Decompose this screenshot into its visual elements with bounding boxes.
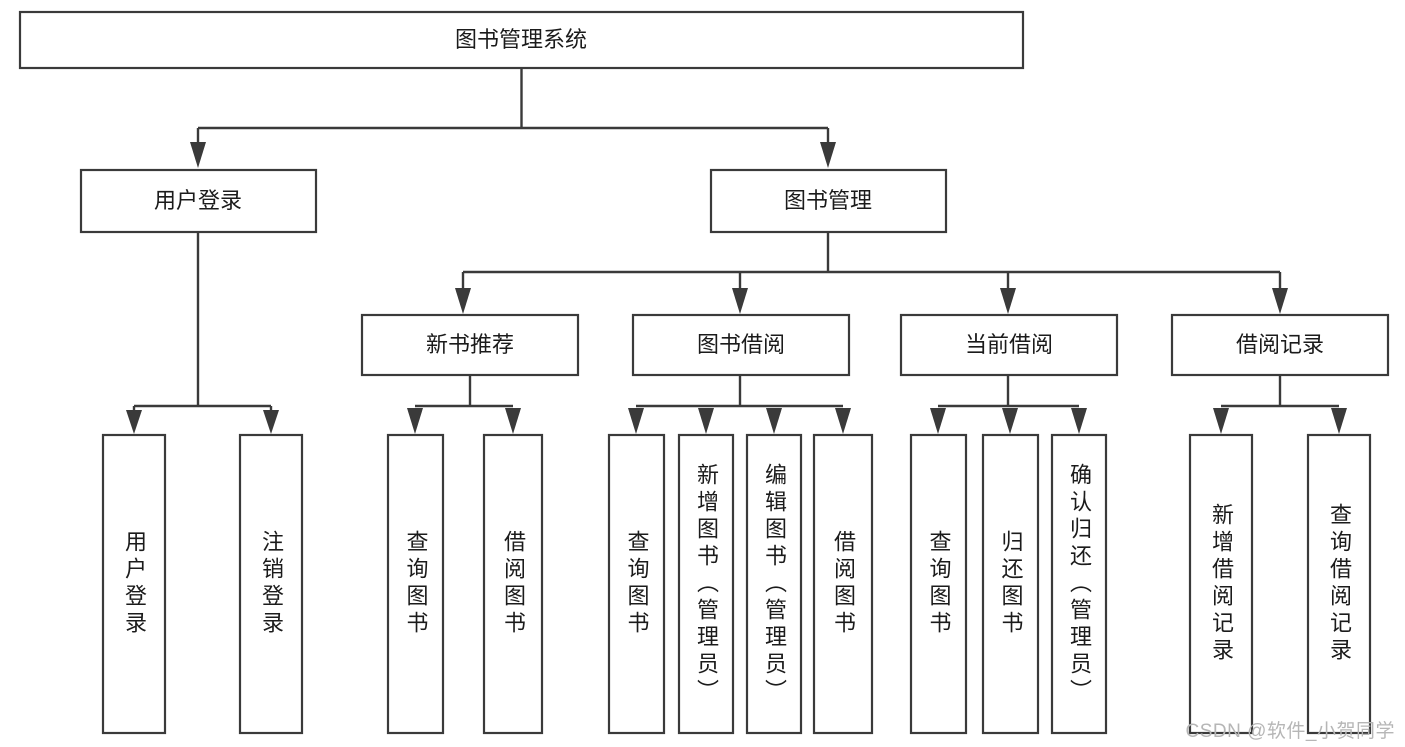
arrow-head-leaf-query-book-1 xyxy=(407,408,423,434)
node-current-borrow[interactable]: 当前借阅 xyxy=(899,313,1119,377)
node-book-manage-label: 图书管理 xyxy=(784,188,872,213)
connector-group-borrow-record xyxy=(1213,375,1347,434)
node-user-login-box[interactable] xyxy=(79,168,318,234)
connector-group-book-borrow xyxy=(628,375,851,434)
node-root[interactable]: 图书管理系统 xyxy=(18,10,1025,70)
node-leaf-add-record-label: 新增借阅记录 xyxy=(1208,503,1234,665)
arrow-head-borrow-record xyxy=(1272,288,1288,314)
node-leaf-query-record-label: 查询借阅记录 xyxy=(1326,503,1352,665)
arrow-head-leaf-add-record xyxy=(1213,408,1229,434)
node-book-borrow-box[interactable] xyxy=(631,313,851,377)
node-current-borrow-box[interactable] xyxy=(899,313,1119,377)
node-leaf-borrow-book-2-label: 借阅图书 xyxy=(830,530,856,638)
arrow-head-book-borrow xyxy=(732,288,748,314)
node-current-borrow-label: 当前借阅 xyxy=(965,332,1053,357)
node-root-label: 图书管理系统 xyxy=(455,27,587,52)
node-leaf-query-book-3-box[interactable] xyxy=(909,433,968,735)
arrow-head-leaf-user-login xyxy=(126,410,142,434)
node-leaf-query-book-1-box[interactable] xyxy=(386,433,445,735)
watermark-text: CSDN @软件_小贺同学 xyxy=(1185,721,1395,742)
node-book-manage-box[interactable] xyxy=(709,168,948,234)
node-new-book-rec-label: 新书推荐 xyxy=(426,332,514,357)
node-leaf-query-record-box[interactable] xyxy=(1306,433,1372,735)
node-leaf-borrow-book-1-label: 借阅图书 xyxy=(500,530,526,638)
arrow-head-leaf-add-book xyxy=(698,408,714,434)
node-leaf-borrow-book-1-box[interactable] xyxy=(482,433,544,735)
node-borrow-record-label: 借阅记录 xyxy=(1236,332,1324,357)
node-leaf-add-book-label: 新增图书（管理员） xyxy=(693,462,719,706)
connector-group-new-book-rec xyxy=(407,375,521,434)
connector-group-current-borrow xyxy=(930,375,1087,434)
node-leaf-confirm-return-box[interactable] xyxy=(1050,433,1108,735)
node-leaf-borrow-book-2-box[interactable] xyxy=(812,433,874,735)
node-user-login-label: 用户登录 xyxy=(154,188,242,213)
arrow-head-leaf-query-book-3 xyxy=(930,408,946,434)
connector-group-book-manage xyxy=(455,232,1288,314)
node-new-book-rec-box[interactable] xyxy=(360,313,580,377)
node-root-box[interactable] xyxy=(18,10,1025,70)
connector-group-user-login xyxy=(126,232,279,434)
arrow-head-book-manage xyxy=(820,142,836,168)
arrow-head-leaf-user-logout xyxy=(263,410,279,434)
node-leaf-edit-book-label: 编辑图书（管理员） xyxy=(761,462,787,706)
node-leaf-user-login-box[interactable] xyxy=(101,433,167,735)
node-book-borrow[interactable]: 图书借阅 xyxy=(631,313,851,377)
arrow-head-leaf-borrow-book-2 xyxy=(835,408,851,434)
arrow-head-new-book-rec xyxy=(455,288,471,314)
arrow-head-leaf-edit-book xyxy=(766,408,782,434)
arrow-head-leaf-query-record xyxy=(1331,408,1347,434)
arrow-head-leaf-return-book xyxy=(1002,408,1018,434)
arrow-head-leaf-borrow-book-1 xyxy=(505,408,521,434)
node-leaf-query-book-2-label: 查询图书 xyxy=(624,530,650,638)
node-leaf-add-record-box[interactable] xyxy=(1188,433,1254,735)
node-leaf-query-book-2-box[interactable] xyxy=(607,433,666,735)
node-leaf-edit-book-box[interactable] xyxy=(745,433,803,735)
node-leaf-query-book-3-label: 查询图书 xyxy=(926,530,952,638)
connector-group-root xyxy=(190,68,836,168)
node-leaf-user-logout-label: 注销登录 xyxy=(258,530,284,638)
arrow-head-leaf-confirm-return xyxy=(1071,408,1087,434)
node-user-login[interactable]: 用户登录 xyxy=(79,168,318,234)
node-borrow-record[interactable]: 借阅记录 xyxy=(1170,313,1390,377)
node-leaf-add-book-box[interactable] xyxy=(677,433,735,735)
node-new-book-rec[interactable]: 新书推荐 xyxy=(360,313,580,377)
arrow-head-user-login xyxy=(190,142,206,168)
arrow-head-current-borrow xyxy=(1000,288,1016,314)
node-leaf-user-login-label: 用户登录 xyxy=(121,530,147,638)
node-book-manage[interactable]: 图书管理 xyxy=(709,168,948,234)
node-leaf-return-book-label: 归还图书 xyxy=(998,530,1024,638)
node-book-borrow-label: 图书借阅 xyxy=(697,332,785,357)
leaf-box-group xyxy=(101,433,1372,735)
node-leaf-return-book-box[interactable] xyxy=(981,433,1040,735)
arrow-head-leaf-query-book-2 xyxy=(628,408,644,434)
node-leaf-user-logout-box[interactable] xyxy=(238,433,304,735)
node-borrow-record-box[interactable] xyxy=(1170,313,1390,377)
node-leaf-query-book-1-label: 查询图书 xyxy=(403,530,429,638)
node-leaf-confirm-return-label: 确认归还（管理员） xyxy=(1066,462,1092,706)
